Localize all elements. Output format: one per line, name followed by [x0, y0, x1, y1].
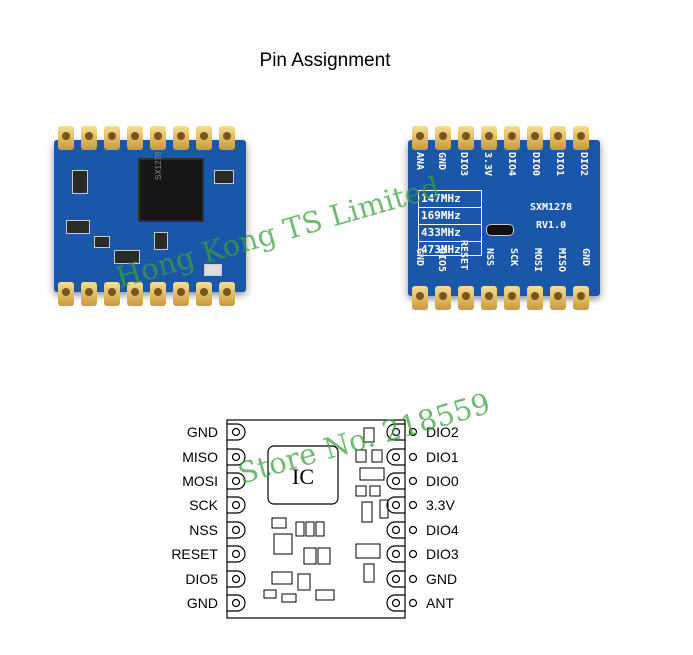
pin-label-sck: SCK	[508, 248, 519, 267]
castellated-pad	[504, 126, 520, 150]
pin-label-gnd: GND	[187, 424, 218, 440]
castellated-pad	[104, 126, 120, 150]
castellated-pad	[219, 126, 235, 150]
pin-label-gnd: GND	[414, 248, 425, 267]
frequency-option-box: 147MHz 169MHz 433MHz 473MHz	[418, 190, 482, 256]
castellated-pad	[550, 286, 566, 310]
smd-component	[154, 232, 168, 250]
pin-label-gnd: GND	[580, 248, 591, 267]
castellated-pad	[58, 126, 74, 150]
pin-label-dio2: DIO2	[578, 152, 589, 177]
module-front-pcb: SX1278	[54, 140, 246, 292]
page-title: Pin Assignment	[259, 50, 391, 71]
pin-label-dio3: DIO3	[458, 152, 469, 177]
pin-label-miso: MISO	[182, 449, 218, 465]
rf-transceiver-chip: SX1278	[138, 152, 204, 222]
pin-label-dio0: DIO0	[530, 152, 541, 177]
solder-jumper	[486, 224, 514, 236]
castellated-pad	[458, 126, 474, 150]
pin-label-sck: SCK	[189, 497, 218, 513]
smd-component	[214, 170, 234, 184]
smd-component	[94, 236, 110, 248]
castellated-pad	[173, 126, 189, 150]
castellated-pad	[196, 126, 212, 150]
castellated-pad	[150, 126, 166, 150]
castellated-pad	[150, 282, 166, 306]
right-castellations	[386, 423, 418, 612]
pin-label-dio4: DIO4	[506, 152, 517, 177]
pin-label-3v3: 3.3V	[426, 497, 455, 513]
pin-label-mosi: MOSI	[182, 473, 218, 489]
left-castellations	[227, 423, 246, 612]
castellated-pad	[81, 126, 97, 150]
model-label: SXM1278	[530, 202, 573, 213]
pin-label-nss: NSS	[189, 522, 218, 538]
pin-label-dio4: DIO4	[426, 522, 459, 538]
frequency-option: 147MHz	[419, 191, 481, 208]
castellated-pad	[58, 282, 74, 306]
frequency-option: 169MHz	[419, 208, 481, 225]
pin-label-dio5: DIO5	[185, 571, 218, 587]
castellated-pad	[412, 126, 428, 150]
pin-label-dio3: DIO3	[426, 546, 459, 562]
castellated-pad	[412, 286, 428, 310]
smd-component	[72, 170, 88, 194]
castellated-pad	[81, 282, 97, 306]
castellated-pad	[573, 126, 589, 150]
ic-outline	[267, 445, 339, 505]
module-front-photo: SX1278	[50, 126, 250, 306]
castellated-pad	[504, 286, 520, 310]
pin-label-dio2: DIO2	[426, 424, 459, 440]
module-outline	[226, 419, 406, 619]
pin-label-nss: NSS	[484, 248, 495, 267]
castellated-pad	[127, 126, 143, 150]
pin-label-3v3: 3.3V	[482, 152, 493, 177]
castellated-pad	[127, 282, 143, 306]
smd-component	[66, 220, 90, 234]
castellated-pad	[573, 286, 589, 310]
frequency-option: 473MHz	[421, 243, 461, 256]
castellated-pad	[481, 126, 497, 150]
castellated-pad	[173, 282, 189, 306]
castellated-pad	[435, 286, 451, 310]
pin-label-reset: RESET	[458, 240, 469, 271]
castellated-pad	[196, 282, 212, 306]
pin-label-mosi: MOSI	[532, 248, 543, 273]
pin-label-ant: ANT	[426, 595, 454, 611]
smd-component	[114, 250, 140, 264]
pin-label-gnd: GND	[436, 152, 447, 171]
pin-label-dio5: DIO5	[436, 248, 447, 273]
castellated-pad	[527, 286, 543, 310]
pin-label-gnd: GND	[426, 571, 457, 587]
castellated-pad	[550, 126, 566, 150]
module-back-pcb: ANA GND DIO3 3.3V DIO4 DIO0 DIO1 DIO2 14…	[408, 140, 600, 296]
crystal-oscillator	[204, 264, 222, 276]
version-label: RV1.0	[536, 220, 567, 231]
pin-label-dio1: DIO1	[426, 449, 459, 465]
pin-label-miso: MISO	[556, 248, 567, 273]
castellated-pad	[458, 286, 474, 310]
ic-label: IC	[292, 464, 314, 489]
pin-label-gnd: GND	[187, 595, 218, 611]
castellated-pad	[435, 126, 451, 150]
pin-label-dio0: DIO0	[426, 473, 459, 489]
component-footprints	[263, 427, 389, 603]
pin-label-reset: RESET	[171, 546, 218, 562]
castellated-pad	[527, 126, 543, 150]
frequency-option: 433MHz	[419, 225, 481, 242]
castellated-pad	[481, 286, 497, 310]
module-back-photo: ANA GND DIO3 3.3V DIO4 DIO0 DIO1 DIO2 14…	[404, 126, 604, 312]
pin-label-ana: ANA	[414, 152, 425, 171]
pin-label-dio1: DIO1	[554, 152, 565, 177]
castellated-pad	[104, 282, 120, 306]
castellated-pad	[219, 282, 235, 306]
